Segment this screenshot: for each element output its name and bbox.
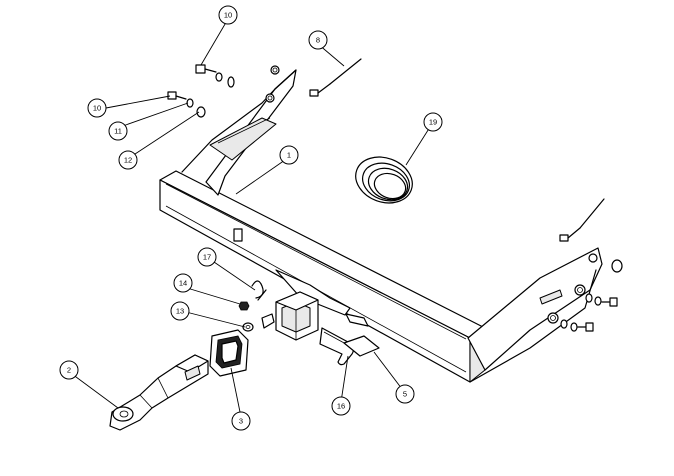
hitch-pin-clip [251, 280, 267, 301]
small-bracket [345, 313, 369, 327]
svg-text:16: 16 [337, 402, 345, 411]
svg-text:3: 3 [239, 417, 243, 426]
svg-text:14: 14 [179, 279, 187, 288]
washer-13 [242, 322, 254, 332]
balloon-2: 2 [59, 360, 79, 380]
balloon-17: 17 [197, 247, 217, 267]
hitch-pin-small [261, 313, 275, 329]
balloon-19: 19 [423, 112, 443, 132]
balloon-12: 12 [118, 150, 138, 170]
right-mounting-bracket [467, 247, 603, 383]
safety-chain-bolt [309, 58, 605, 242]
svg-text:19: 19 [429, 118, 437, 127]
balloon-1: 1 [279, 145, 299, 165]
receiver-tube [275, 269, 351, 341]
hitch-crossbar [159, 170, 486, 383]
ball-mount [109, 354, 209, 431]
balloon-13: 13 [170, 301, 190, 321]
svg-text:5: 5 [403, 390, 407, 399]
receiver-cover [209, 329, 249, 377]
right-bolt-set [560, 259, 623, 332]
balloon-5: 5 [395, 384, 415, 404]
balloon-11: 11 [108, 121, 128, 141]
hitch-pin-nut [238, 301, 250, 311]
mounting-plate [343, 335, 380, 357]
left-mounting-bracket [181, 65, 297, 196]
leader-lines [71, 18, 431, 413]
balloon-16: 16 [331, 396, 351, 416]
upper-left-bolt-set [167, 64, 235, 118]
svg-text:12: 12 [124, 156, 132, 165]
svg-text:10: 10 [224, 11, 232, 20]
svg-text:1: 1 [287, 151, 291, 160]
svg-text:13: 13 [176, 307, 184, 316]
balloon-14: 14 [173, 273, 193, 293]
svg-text:11: 11 [114, 127, 122, 136]
svg-text:2: 2 [67, 366, 71, 375]
balloon-8: 8 [308, 30, 328, 50]
balloon-3: 3 [231, 411, 251, 431]
wiring-harness-coil [355, 156, 413, 204]
svg-text:10: 10 [93, 104, 101, 113]
svg-text:8: 8 [316, 36, 320, 45]
svg-text:17: 17 [203, 253, 211, 262]
balloon-10-left: 10 [87, 98, 107, 118]
balloon-10-top: 10 [218, 5, 238, 25]
